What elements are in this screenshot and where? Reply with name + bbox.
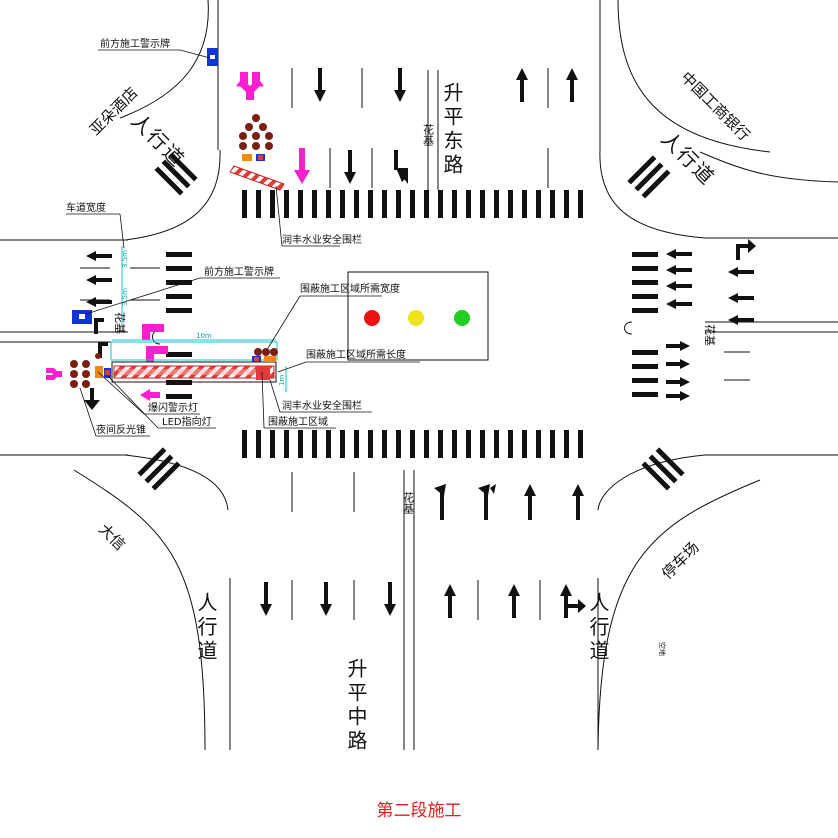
- label-enclosure-width: 围蔽施工区域所需宽度: [300, 282, 400, 295]
- caption: 第二段施工: [376, 801, 462, 821]
- label-cone: 夜间反光锥: [96, 423, 146, 436]
- barrier-diagonal: [229, 165, 285, 191]
- arrow-turn-icon: [142, 324, 164, 340]
- label-led: LED指向灯: [162, 415, 212, 428]
- sidewalk-ne: 人行道: [656, 127, 720, 191]
- place-bank: 中国工商银行: [677, 68, 753, 144]
- arrow-up-right-icon: [736, 239, 756, 260]
- arrow-left-icon: [666, 249, 692, 259]
- signal-yellow-light: [408, 310, 424, 326]
- arrow-right-icon: [666, 359, 690, 369]
- merge-arrow-icon: [46, 368, 62, 380]
- device-group-north: [242, 154, 265, 161]
- arrow-left-icon: [728, 267, 754, 277]
- label-enclosure-length: 围蔽施工区域所需长度: [306, 348, 406, 361]
- crosswalk-corners: [137, 152, 685, 491]
- median-label-east: 花基: [703, 324, 716, 346]
- dim-d1: 3.5m: [121, 250, 129, 268]
- label-barrier-top: 润丰水业安全围栏: [282, 233, 362, 246]
- place-daxin: 大信: [95, 520, 129, 554]
- median-label-west: 花基: [113, 312, 126, 334]
- sidewalk-se: 人行道: [586, 592, 610, 664]
- lane-arrows-north: [314, 68, 578, 184]
- signal-red-light: [364, 310, 380, 326]
- label-barrier-bottom: 润丰水业安全围栏: [282, 399, 362, 412]
- leader-lines: [66, 49, 420, 437]
- lane-arrows-south: [260, 484, 586, 618]
- arrow-down-icon: [394, 68, 406, 102]
- diversion-arrows: [46, 72, 310, 401]
- cone-cluster-east: [254, 348, 278, 356]
- arrow-down-icon: [314, 68, 326, 102]
- warning-sign-top: [207, 48, 218, 66]
- device-group-west: [95, 366, 111, 378]
- arrow-left-icon: [728, 315, 754, 325]
- arrow-left-icon: [728, 293, 754, 303]
- arrow-down-icon: [294, 148, 310, 184]
- crosswalk-north: [242, 190, 583, 218]
- cone-cluster-north: [239, 114, 273, 150]
- arrow-right-icon: [666, 391, 690, 401]
- dim-d4: 1m: [278, 375, 286, 386]
- arrow-right-icon: [666, 377, 690, 387]
- arrow-up-left-icon: [478, 484, 496, 520]
- arrow-turn-icon: [146, 346, 168, 362]
- median-label-south: 花基: [402, 492, 415, 514]
- traffic-signal: [347, 271, 489, 361]
- dim-d2: 3.5m: [121, 288, 129, 306]
- lane-lines: [0, 68, 838, 750]
- arrow-left-icon: [666, 299, 692, 309]
- road-name-south: 升平中路: [344, 658, 368, 754]
- place-small: 空地: [658, 642, 667, 656]
- warning-sign-left: [72, 310, 92, 324]
- sidewalk-nw: 人行道: [126, 109, 190, 173]
- signal-green-light: [454, 310, 470, 326]
- arrow-up-icon: [524, 484, 536, 520]
- place-parking: 停车场: [658, 538, 703, 583]
- median-label-north: 花基: [422, 124, 435, 146]
- dim-d3: 10m: [196, 332, 212, 340]
- road-name-north: 升平东路: [440, 82, 464, 178]
- label-lane-width: 车道宽度: [66, 201, 106, 214]
- lane-arrows-west: [84, 251, 112, 410]
- arrow-up-icon: [516, 68, 528, 102]
- sidewalk-sw: 人行道: [194, 592, 218, 664]
- cone-cluster-west: [70, 353, 101, 388]
- label-sign-top: 前方施工警示牌: [100, 37, 170, 50]
- arrow-left-icon: [666, 281, 692, 291]
- merge-arrow-icon: [236, 72, 264, 100]
- label-sign-left: 前方施工警示牌: [204, 265, 274, 278]
- lane-arrows-east: [666, 239, 756, 401]
- arrow-down-icon: [344, 150, 356, 184]
- arrow-down-icon: [260, 582, 272, 616]
- label-flash: 爆闪警示灯: [148, 401, 198, 414]
- construction-zone: [111, 361, 277, 383]
- arrow-right-icon: [666, 341, 690, 351]
- arrow-left-icon: [86, 275, 112, 285]
- arrow-left-icon: [86, 251, 112, 261]
- crosswalk-south: [242, 430, 583, 458]
- arrow-turn-icon: [98, 342, 108, 358]
- arrow-down-icon: [84, 388, 100, 410]
- arrow-down-left-icon: [394, 150, 408, 184]
- arrow-up-left-icon: [434, 484, 446, 520]
- arrow-down-icon: [384, 582, 396, 616]
- arrow-left-icon: [86, 297, 112, 307]
- arrow-up-icon: [566, 68, 578, 102]
- arrow-down-icon: [320, 582, 332, 616]
- device-group-east: [252, 356, 276, 380]
- label-zone: 围蔽施工区域: [268, 415, 328, 428]
- arrow-up-icon: [572, 484, 584, 520]
- arrow-left-icon: [140, 389, 160, 401]
- arrow-left-icon: [666, 265, 692, 275]
- arrow-up-icon: [508, 584, 520, 618]
- arrow-up-right-icon: [560, 584, 586, 618]
- crosswalk-east: [632, 252, 658, 397]
- arrow-turn-icon: [94, 318, 104, 334]
- arrow-up-icon: [444, 584, 456, 618]
- road-outlines: [0, 0, 838, 751]
